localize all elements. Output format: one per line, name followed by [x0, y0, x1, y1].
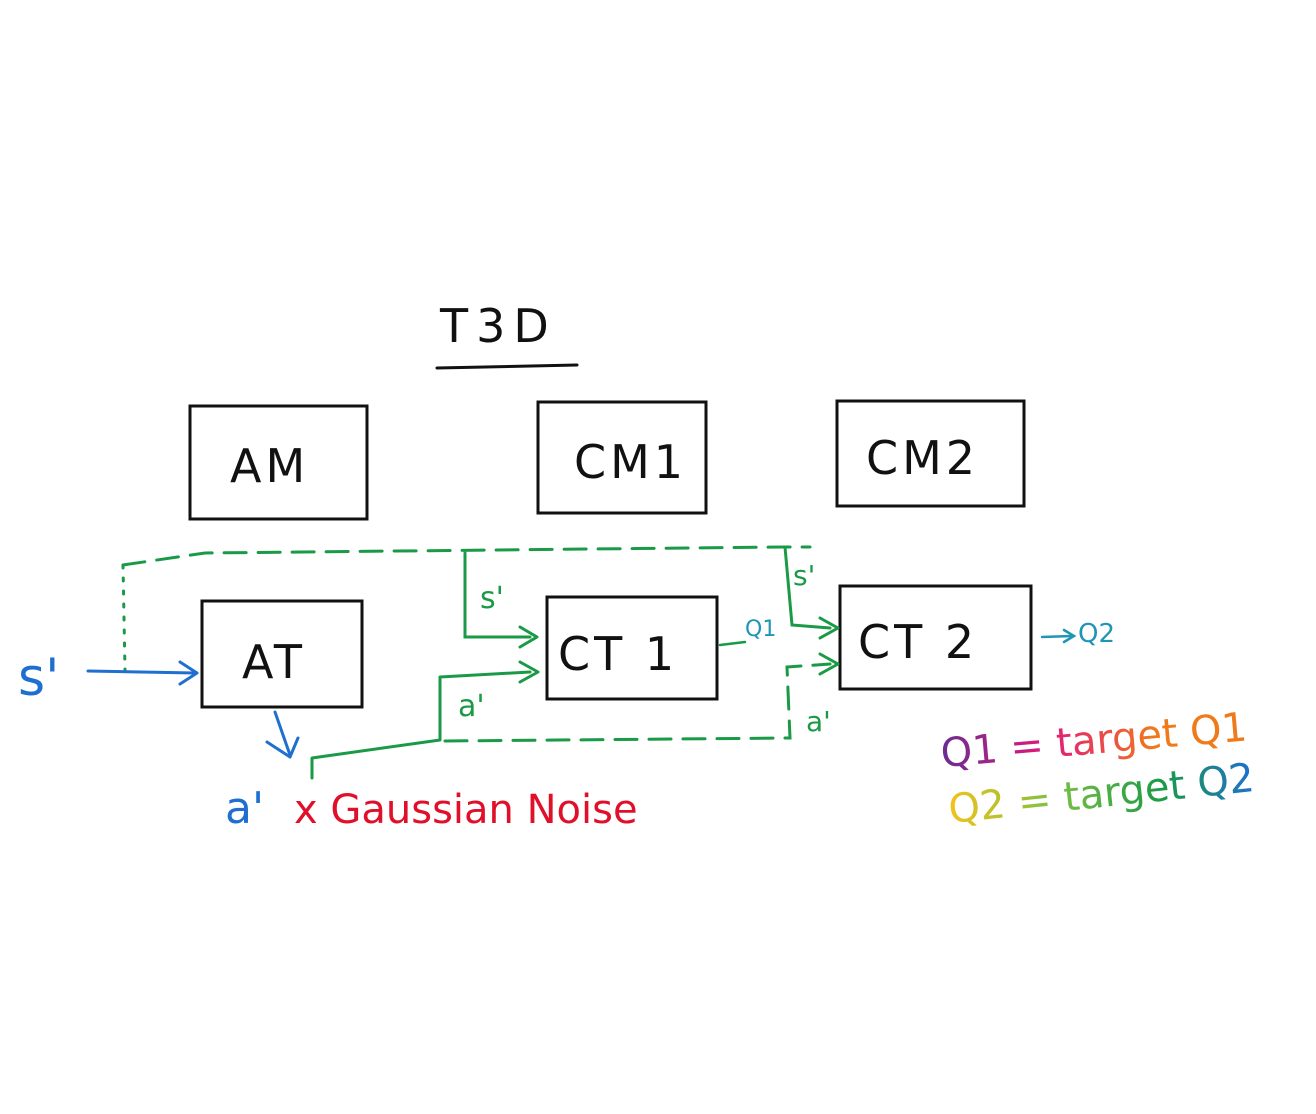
label-a-prime-out: a' [225, 783, 264, 834]
action-path-to-ct2 [443, 662, 832, 743]
box-ct2-label: CT 2 [858, 615, 978, 669]
box-ct2 [838, 584, 1033, 691]
output-arrow [273, 710, 292, 757]
q1-arrow [718, 640, 747, 647]
q2-arrow [1040, 634, 1074, 639]
diagram-title: T3D [439, 299, 557, 353]
box-cm2 [835, 399, 1026, 508]
box-at [200, 599, 364, 709]
action-arrow-ct1 [518, 660, 540, 684]
state-path-top [121, 545, 812, 567]
state-arrow-ct2 [818, 616, 840, 640]
box-at-label: AT [242, 635, 306, 689]
label-s-prime-input: s' [18, 648, 59, 708]
state-path-to-ct2 [783, 545, 832, 630]
label-q1-out: Q1 [745, 617, 776, 642]
input-arrow [86, 669, 197, 675]
label-a-prime-ct1: a' [458, 689, 485, 724]
q2-arrowhead [1062, 628, 1077, 644]
action-path-to-ct1 [310, 670, 532, 780]
label-q2-out: Q2 [1078, 619, 1115, 649]
box-am [188, 404, 369, 521]
box-cm2-label: CM2 [866, 431, 979, 485]
output-arrowhead [265, 736, 300, 759]
label-s-prime-ct2: s' [793, 559, 815, 592]
box-am-label: AM [230, 439, 309, 493]
action-arrow-ct2 [818, 652, 840, 676]
title-underline [435, 363, 579, 370]
input-arrowhead [178, 660, 199, 686]
label-a-prime-ct2: a' [806, 705, 831, 738]
state-path-to-ct1 [463, 551, 532, 639]
box-ct1-label: CT 1 [558, 627, 678, 681]
box-cm1-label: CM1 [574, 435, 687, 489]
state-arrow-ct1 [518, 625, 539, 649]
label-s-prime-ct1: s' [480, 581, 504, 616]
box-cm1 [536, 400, 708, 515]
label-gaussian-noise: x Gaussian Noise [294, 787, 638, 833]
state-branch-dotted [121, 563, 127, 672]
box-ct1 [545, 595, 719, 701]
